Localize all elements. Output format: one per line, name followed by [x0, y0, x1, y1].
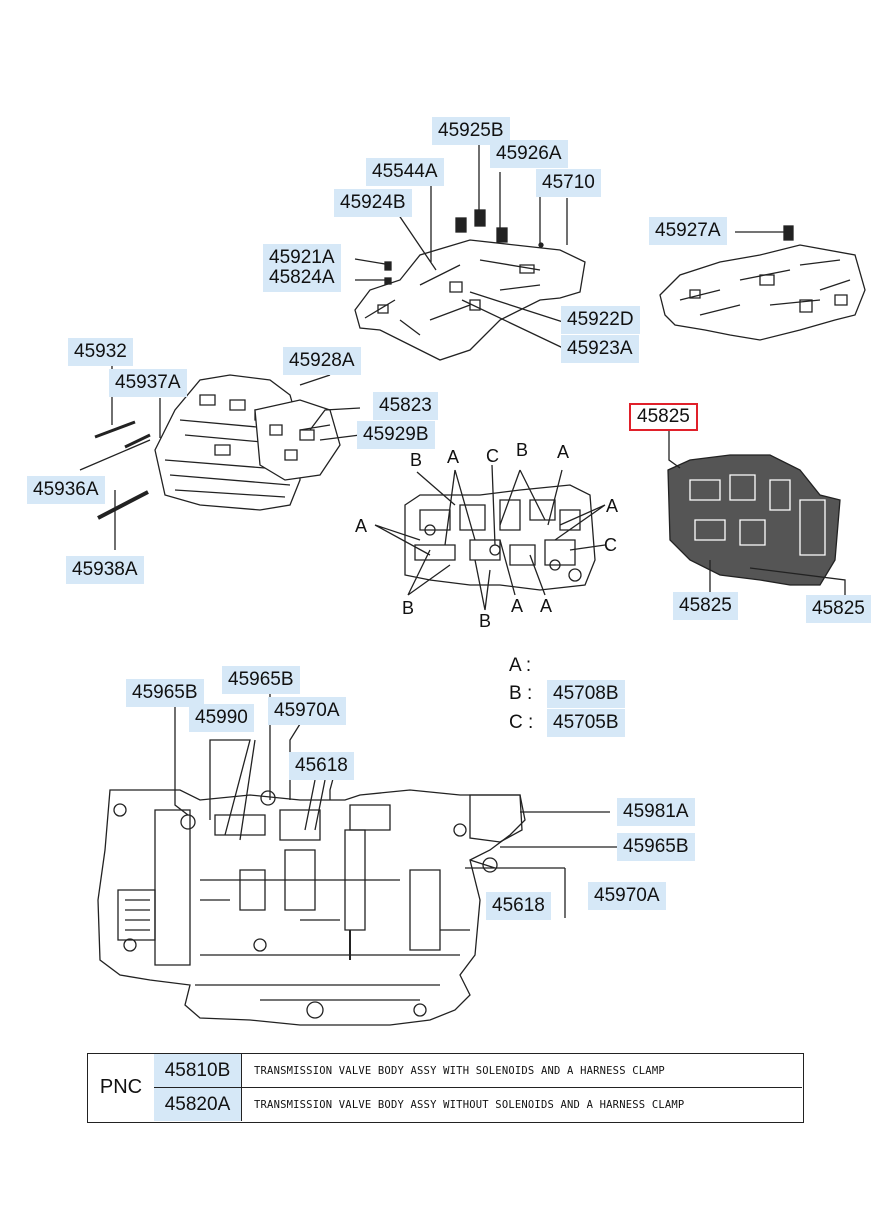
letter-b: B [402, 598, 415, 618]
part-label-45929b[interactable]: 45929B [357, 421, 435, 449]
part-label-45981a[interactable]: 45981A [617, 798, 695, 826]
part-label-45925b[interactable]: 45925B [432, 117, 510, 145]
letter-b: B [516, 440, 529, 460]
pnc-row: 45820A TRANSMISSION VALVE BODY ASSY WITH… [154, 1088, 802, 1121]
legend-c-key: C : [509, 712, 534, 733]
valve-stack-left-drawing [154, 374, 341, 511]
letter-a: A [511, 596, 524, 616]
part-label-45965b-left[interactable]: 45965B [126, 679, 204, 707]
pnc-header: PNC [88, 1054, 155, 1121]
upper-valve-body-right-drawing [659, 244, 866, 341]
part-label-45824a[interactable]: 45824A [263, 264, 341, 292]
part-label-45618-right[interactable]: 45618 [486, 892, 551, 920]
part-label-45990[interactable]: 45990 [189, 704, 254, 732]
pnc-code-45820a[interactable]: 45820A [154, 1088, 242, 1121]
center-valve-body-drawing [404, 484, 596, 591]
part-label-45970a-top[interactable]: 45970A [268, 697, 346, 725]
spring-45925b [474, 209, 486, 227]
legend-b-key: B : [509, 683, 533, 704]
letter-c: C [486, 446, 499, 466]
part-label-45970a-right[interactable]: 45970A [588, 882, 666, 910]
part-label-45825-left[interactable]: 45825 [673, 592, 738, 620]
legend-a-key: A : [509, 655, 532, 676]
pnc-description: TRANSMISSION VALVE BODY ASSY WITH SOLENO… [254, 1064, 665, 1077]
pnc-table: PNC 45810B TRANSMISSION VALVE BODY ASSY … [87, 1053, 804, 1123]
part-label-45922d[interactable]: 45922D [561, 306, 640, 334]
letter-c: C [604, 535, 617, 555]
letter-a: A [557, 442, 570, 462]
upper-separator-plate-drawing [354, 239, 586, 361]
lower-valve-body-drawing [97, 759, 526, 1026]
part-label-45928a[interactable]: 45928A [283, 347, 361, 375]
valve-body-45825-drawing [667, 454, 841, 586]
part-label-45825-selected[interactable]: 45825 [629, 403, 698, 431]
part-label-45710[interactable]: 45710 [536, 169, 601, 197]
part-label-45708b[interactable]: 45708B [547, 680, 625, 708]
part-label-45936a[interactable]: 45936A [27, 476, 105, 504]
pnc-description: TRANSMISSION VALVE BODY ASSY WITHOUT SOL… [254, 1098, 685, 1111]
part-label-45923a[interactable]: 45923A [561, 335, 639, 363]
part-label-45705b[interactable]: 45705B [547, 709, 625, 737]
letter-a: A [540, 596, 553, 616]
part-label-45926a[interactable]: 45926A [490, 140, 568, 168]
pnc-code-45810b[interactable]: 45810B [154, 1054, 242, 1087]
letter-b: B [479, 611, 492, 631]
letter-a: A [447, 447, 460, 467]
part-label-45927a[interactable]: 45927A [649, 217, 727, 245]
pnc-row: 45810B TRANSMISSION VALVE BODY ASSY WITH… [154, 1054, 802, 1088]
part-label-45937a[interactable]: 45937A [109, 369, 187, 397]
part-label-45965b-right[interactable]: 45965B [617, 833, 695, 861]
part-label-45924b[interactable]: 45924B [334, 189, 412, 217]
part-label-45932[interactable]: 45932 [68, 338, 133, 366]
part-label-45825-right[interactable]: 45825 [806, 595, 871, 623]
letter-b: B [410, 450, 423, 470]
letter-a: A [355, 516, 368, 536]
part-label-45823[interactable]: 45823 [373, 392, 438, 420]
part-label-45965b-top[interactable]: 45965B [222, 666, 300, 694]
part-label-45544a[interactable]: 45544A [366, 158, 444, 186]
part-label-45618-top[interactable]: 45618 [289, 752, 354, 780]
part-label-45938a[interactable]: 45938A [66, 556, 144, 584]
letter-a: A [606, 496, 619, 516]
